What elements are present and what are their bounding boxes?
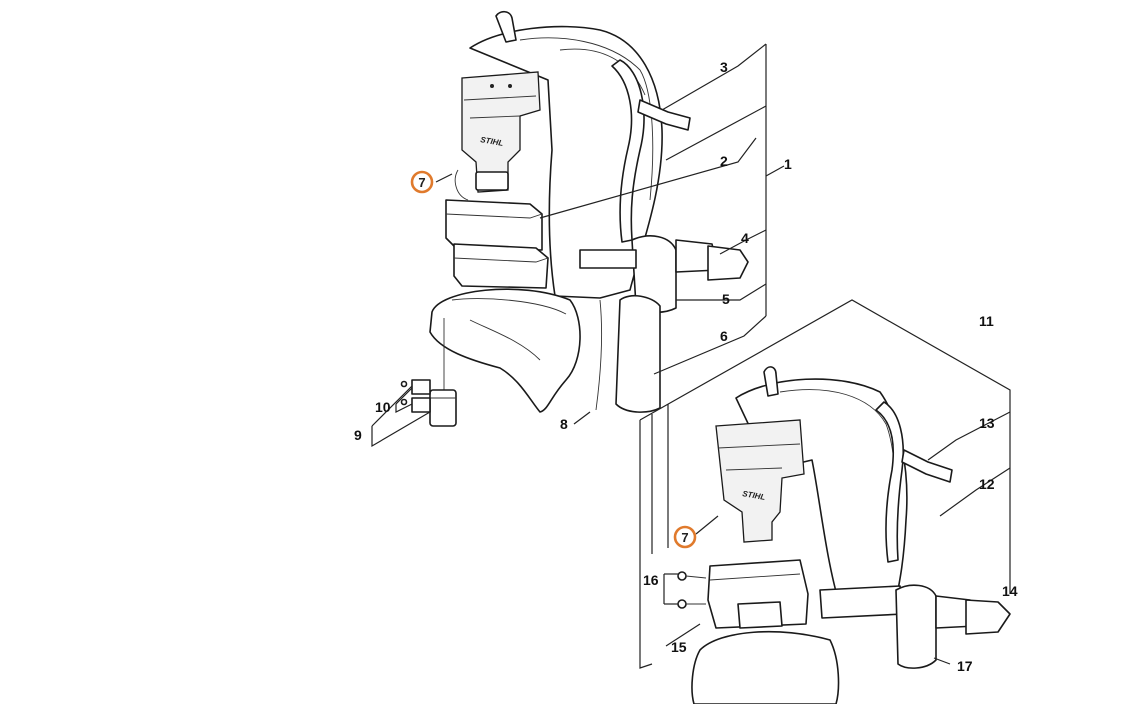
leader-lines-lower (639, 299, 1011, 669)
callout-5: 5 (722, 291, 730, 307)
callout-12: 12 (979, 476, 995, 492)
highlight-callout-label: 7 (418, 175, 425, 190)
highlight-callout-7-lower: 7 (673, 525, 697, 549)
callout-1: 1 (784, 156, 792, 172)
backpack-assembly-upper: STIHL (400, 10, 749, 427)
highlight-callout-label: 7 (681, 530, 688, 545)
brand-mark-upper: STIHL (480, 135, 504, 148)
callout-14: 14 (1002, 583, 1018, 599)
callout-2: 2 (720, 153, 728, 169)
callout-8: 8 (560, 416, 568, 432)
callout-13: 13 (979, 415, 995, 431)
leader-lines-upper (371, 43, 785, 448)
callout-3: 3 (720, 59, 728, 75)
callout-11: 11 (979, 313, 994, 329)
callout-17: 17 (957, 658, 973, 674)
callout-labels: 1 2 3 4 5 6 8 9 10 11 12 13 14 15 16 17 (354, 59, 1018, 674)
callout-9: 9 (354, 427, 362, 443)
highlight-callout-7-upper: 7 (410, 170, 434, 194)
callout-15: 15 (671, 639, 687, 655)
brand-mark-lower: STIHL (742, 489, 766, 502)
callout-16: 16 (643, 572, 659, 588)
backpack-assembly-lower: STIHL (677, 366, 1011, 704)
callout-10: 10 (375, 399, 391, 415)
callout-6: 6 (720, 328, 728, 344)
callout-4: 4 (741, 230, 749, 246)
